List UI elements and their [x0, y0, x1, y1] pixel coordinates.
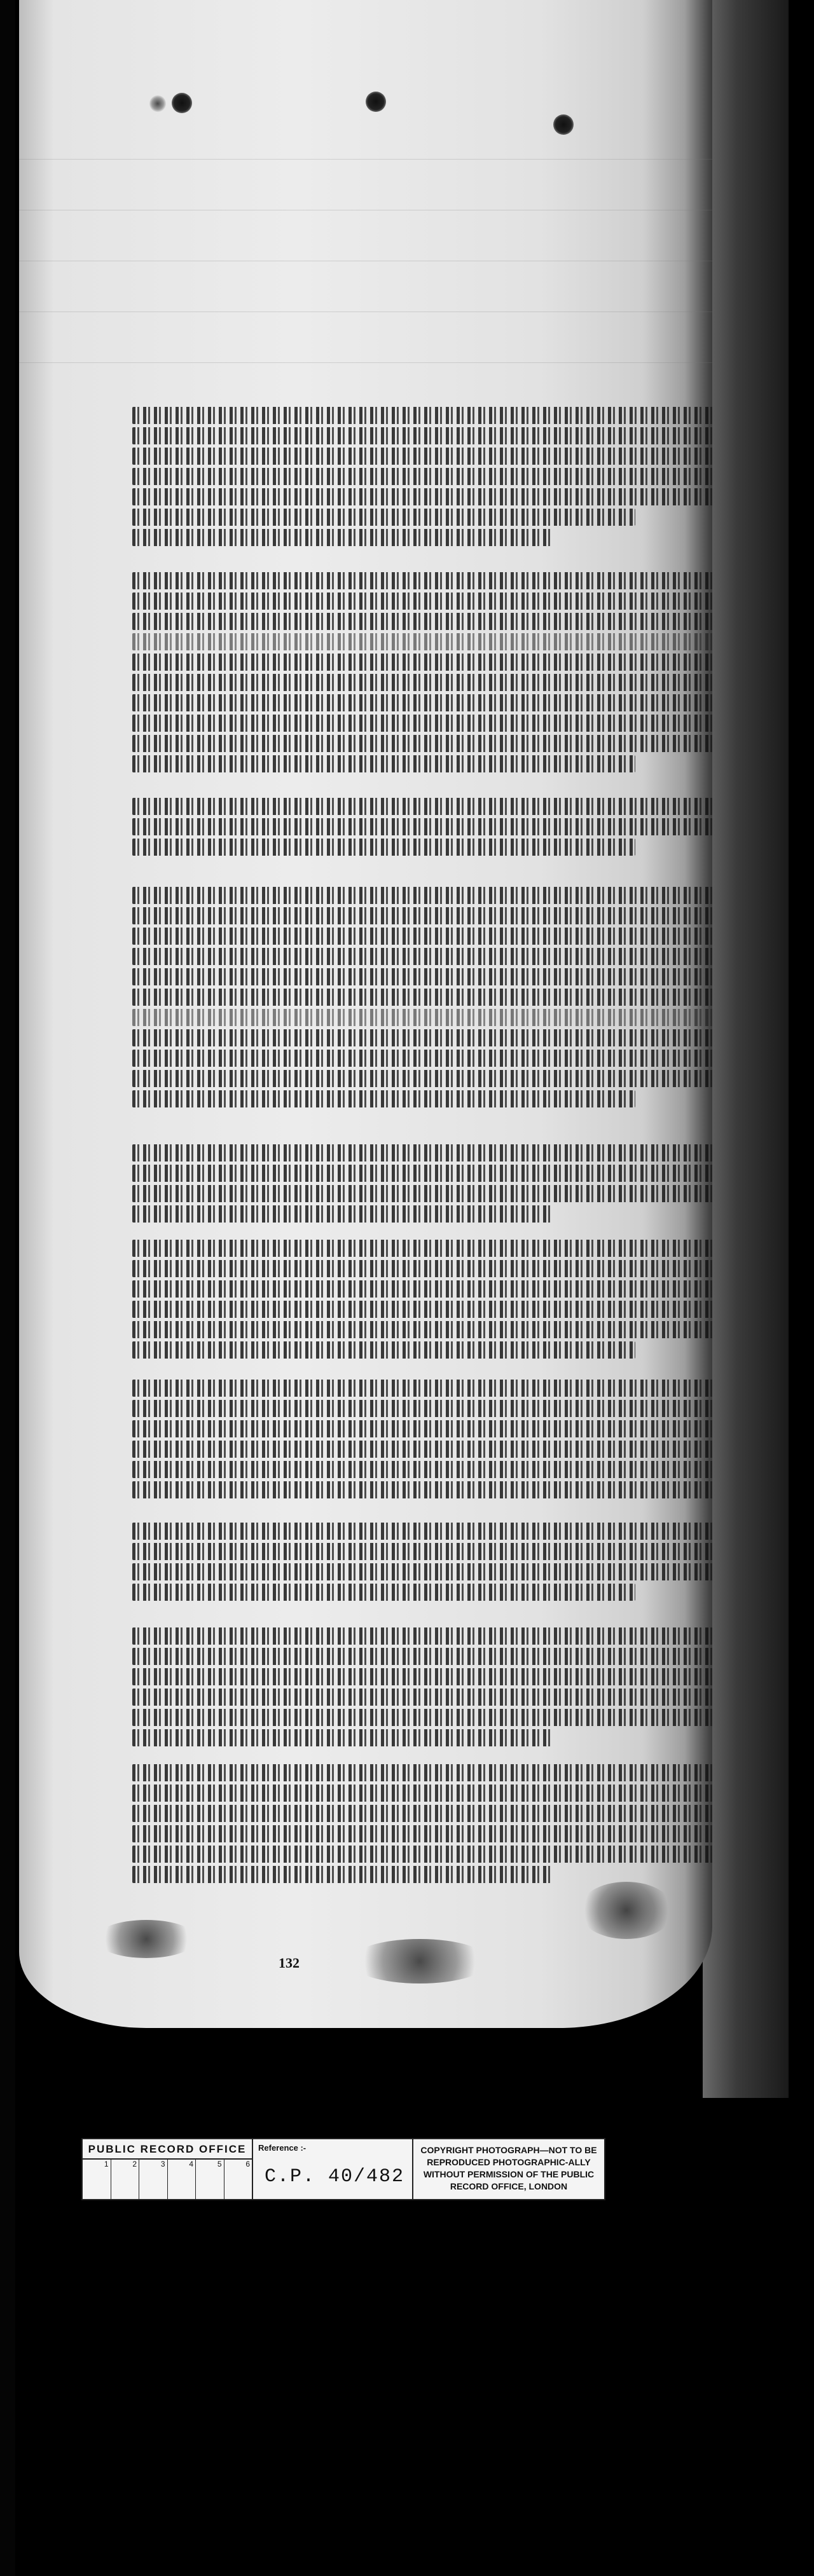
ink-blot: [350, 1939, 490, 1983]
record-office-label: PUBLIC RECORD OFFICE 1 2 3 4 5 6 Referen…: [81, 2138, 605, 2200]
ruler-mark: 1: [83, 2160, 111, 2199]
entry-text-block: [132, 572, 712, 776]
manuscript-entry: [62, 887, 712, 1141]
manuscript-entry: [62, 1380, 712, 1513]
entry-text-block: [132, 798, 712, 859]
manuscript-entry: [62, 1144, 712, 1233]
sewing-hole: [172, 93, 192, 113]
ruler-mark: 2: [111, 2160, 139, 2199]
sewing-hole: [553, 114, 574, 135]
entry-text-block: [132, 1380, 712, 1502]
manuscript-entry: [62, 798, 712, 880]
ink-blot: [149, 95, 166, 112]
reference-value: C.P. 40/482: [265, 2166, 405, 2188]
entry-text-block: [132, 887, 712, 1111]
ruler-mark: 3: [139, 2160, 168, 2199]
roll-edge-shadow: [703, 0, 789, 2098]
copyright-notice: COPYRIGHT PHOTOGRAPH—NOT TO BE REPRODUCE…: [420, 2145, 597, 2191]
entry-text-block: [132, 1144, 712, 1226]
parchment-membrane: 132: [19, 0, 712, 2028]
manuscript-entry: [62, 1240, 712, 1373]
entry-text-block: [132, 1240, 712, 1362]
ink-blot: [579, 1882, 674, 1939]
entry-text-block: [132, 1627, 712, 1750]
ruler-mark: 4: [168, 2160, 196, 2199]
manuscript-entry: [62, 407, 712, 559]
office-title: PUBLIC RECORD OFFICE: [83, 2139, 252, 2160]
reference-cell: Reference :- C.P. 40/482: [253, 2139, 413, 2199]
office-cell: PUBLIC RECORD OFFICE 1 2 3 4 5 6: [83, 2139, 253, 2199]
reference-caption: Reference :-: [258, 2143, 307, 2153]
manuscript-entry: [62, 1764, 712, 1904]
entry-text-block: [132, 407, 712, 549]
ink-blot: [95, 1920, 197, 1958]
ruler-mark: 6: [245, 2160, 250, 2168]
folio-number: 132: [279, 1955, 300, 1971]
manuscript-entry: [62, 572, 712, 788]
entry-text-block: [132, 1523, 712, 1604]
manuscript-entry: [62, 1523, 712, 1618]
film-margin-left: [0, 0, 15, 2576]
entry-text-block: [132, 1764, 712, 1886]
manuscript-entry: [62, 1627, 712, 1761]
sewing-hole: [366, 92, 386, 112]
scale-ruler: 1 2 3 4 5 6: [83, 2160, 252, 2199]
ruler-mark: 5: [196, 2160, 224, 2199]
